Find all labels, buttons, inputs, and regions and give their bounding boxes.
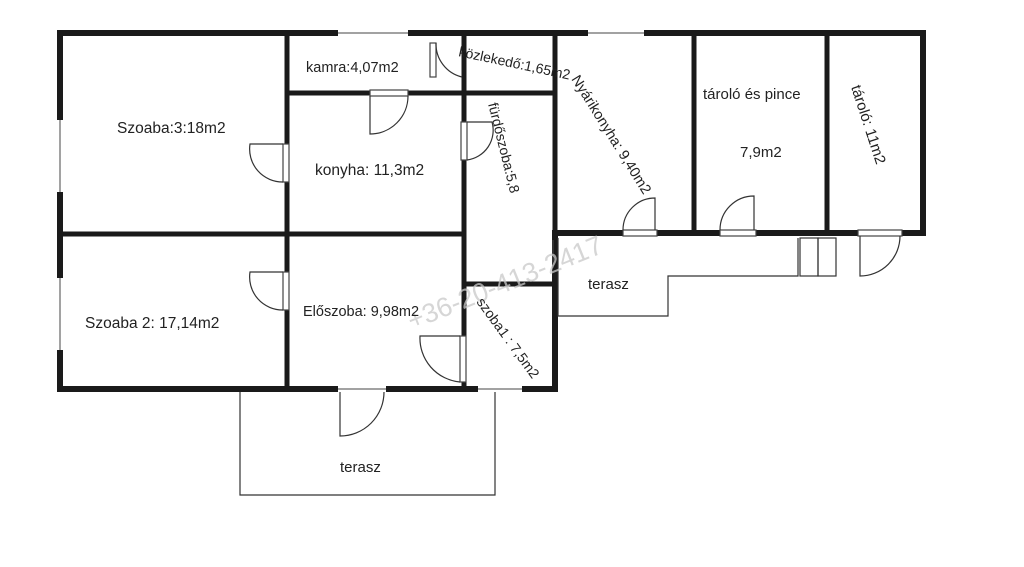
label-nyarikonyha: Nyárikonyha: 9,40m2: [568, 73, 654, 198]
doors: [249, 42, 903, 437]
label-szoba1: szoba1 : 7,5m2: [474, 294, 543, 381]
label-tarolo-pince-2: 7,9m2: [740, 144, 782, 161]
label-eloszoba: Előszoba: 9,98m2: [303, 304, 419, 320]
label-konyha: konyha: 11,3m2: [315, 162, 424, 179]
label-kamra: kamra:4,07m2: [306, 60, 399, 76]
windows: [57, 30, 644, 392]
label-terasz-bottom: terasz: [340, 459, 381, 476]
label-tarolo: tároló: 11m2: [847, 83, 889, 166]
label-furdoszoba: fürdőszoba:5,8: [485, 101, 523, 195]
label-terasz-right: terasz: [588, 276, 629, 293]
label-szoba3: Szoaba:3:18m2: [117, 120, 226, 137]
terrace-outlines: [239, 237, 837, 496]
label-tarolo-pince-1: tároló és pince: [703, 86, 801, 103]
label-szoba2: Szoaba 2: 17,14m2: [85, 315, 219, 332]
interior-walls: [60, 33, 830, 389]
